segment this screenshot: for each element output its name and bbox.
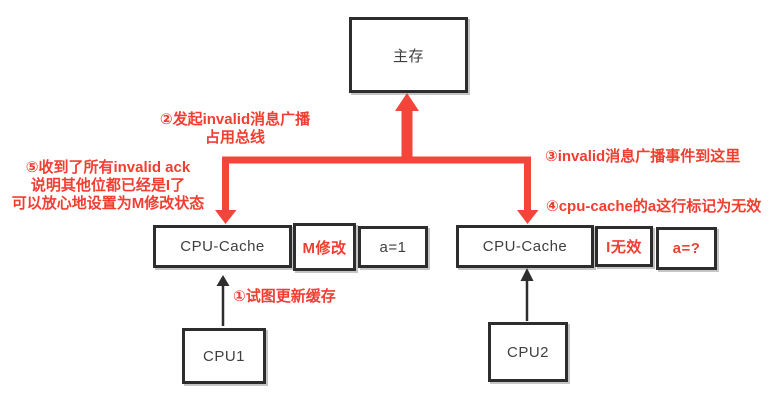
left-cache-value-cell: a=1 xyxy=(358,226,428,268)
cpu2-to-cache-arrow xyxy=(520,268,534,321)
main-memory-label: 主存 xyxy=(392,47,424,65)
annotation-step3: ③invalid消息广播事件到这里 xyxy=(545,148,741,165)
annotation-step2-line2: 占用总线 xyxy=(204,129,265,146)
right-cpu-cache-label: CPU-Cache xyxy=(482,238,568,255)
cpu2-box: CPU2 xyxy=(488,322,568,382)
annotation-step4: ④cpu-cache的a这行标记为无效 xyxy=(546,198,762,215)
right-cpu-cache-box: CPU-Cache xyxy=(456,225,594,268)
main-memory-box: 主存 xyxy=(349,17,468,93)
cpu1-to-cache-arrow xyxy=(216,275,230,326)
annotation-step5-line1: ⑤收到了所有invalid ack xyxy=(25,159,191,176)
red-invalid-broadcast-arrow xyxy=(215,93,539,224)
annotation-step5-line3: 可以放心地设置为M修改状态 xyxy=(11,195,205,212)
annotation-step5-line2: 说明其他位都已经是I了 xyxy=(30,177,186,194)
cpu1-label: CPU1 xyxy=(202,347,245,365)
annotation-step1: ①试图更新缓存 xyxy=(233,288,336,305)
left-cache-value-label: a=1 xyxy=(379,238,407,256)
left-cache-state-cell: M修改 xyxy=(293,223,356,271)
annotation-step5: ⑤收到了所有invalid ack 说明其他位都已经是I了 可以放心地设置为M修… xyxy=(4,159,212,213)
right-cache-value-cell: a=? xyxy=(656,227,717,270)
annotation-step2-line1: ②发起invalid消息广播 xyxy=(159,111,311,128)
left-cpu-cache-label: CPU-Cache xyxy=(180,238,265,255)
cpu2-label: CPU2 xyxy=(506,343,549,361)
annotation-step2: ②发起invalid消息广播 占用总线 xyxy=(140,111,330,147)
left-cache-state-label: M修改 xyxy=(302,239,347,257)
right-cache-value-label: a=? xyxy=(672,240,701,257)
right-cache-state-label: I无效 xyxy=(606,239,642,256)
right-cache-state-cell: I无效 xyxy=(595,226,653,267)
left-cpu-cache-box: CPU-Cache xyxy=(153,225,292,268)
cpu1-box: CPU1 xyxy=(182,328,266,384)
